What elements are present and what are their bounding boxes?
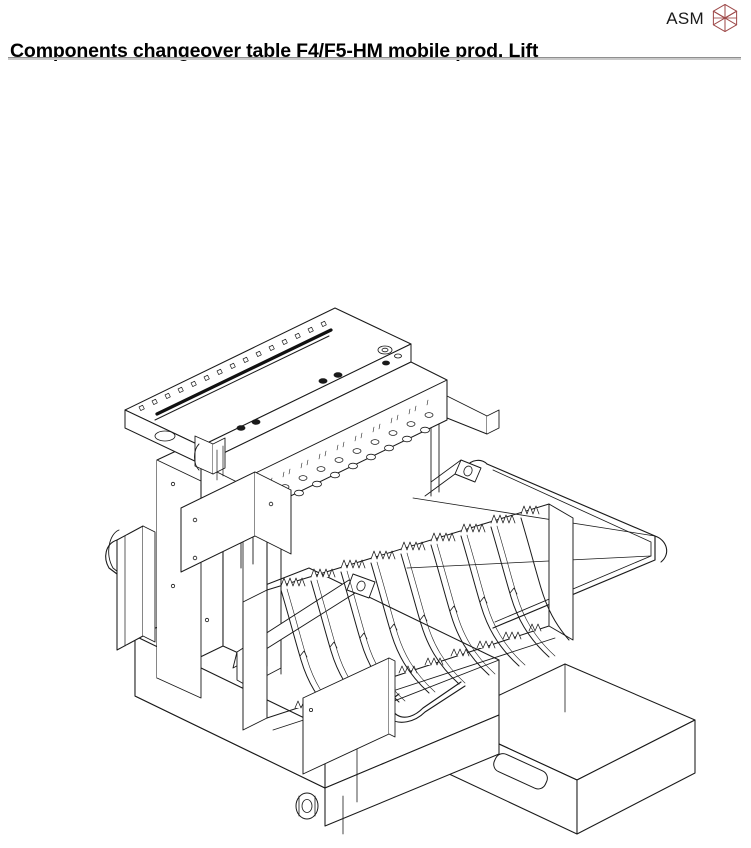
- hexagon-cube-logo-icon: [711, 3, 739, 33]
- page-header: ASM Components changeover table F4/F5-HM…: [0, 0, 751, 68]
- front-access-panel: [302, 657, 396, 775]
- index-holes-top: [138, 320, 327, 411]
- tubular-push-handle: [105, 525, 156, 651]
- beam-hole-row-lower: [258, 426, 430, 515]
- gantry-clamp-bracket: [194, 435, 226, 481]
- mid-cabinet: [180, 471, 292, 573]
- caster-wheel: [295, 792, 319, 820]
- page-title: Components changeover table F4/F5-HM mob…: [10, 40, 539, 63]
- changeover-table-drawing: [105, 307, 696, 835]
- feeder-slot-rack: [242, 503, 574, 731]
- beam-hole-row-upper: [262, 412, 434, 499]
- gantry-stub: [446, 395, 500, 435]
- brand-lockup: ASM: [666, 3, 739, 33]
- drawer-handle-cutout: [493, 753, 548, 790]
- right-shelf-frame: [406, 459, 668, 629]
- title-divider: [8, 57, 741, 60]
- top-plate-fixings: [154, 345, 402, 442]
- comb-teeth-rear: [280, 505, 540, 587]
- technical-illustration: [0, 68, 751, 840]
- shelf-clamp: [424, 459, 482, 497]
- brand-name: ASM: [666, 8, 704, 28]
